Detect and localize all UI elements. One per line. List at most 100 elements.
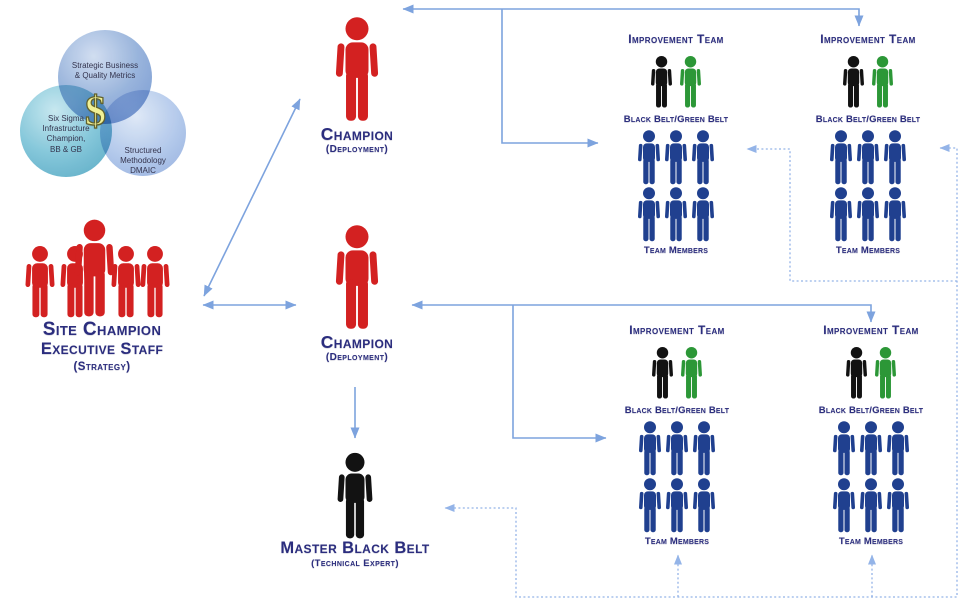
- venn-line: BB & GB: [49, 144, 82, 154]
- team-member-person-icon: [665, 478, 689, 533]
- arrow-branch-to-team3-members: [512, 305, 607, 443]
- team-member-person-icon: [637, 187, 661, 242]
- strategy-role-label: (Strategy): [73, 361, 131, 373]
- black-belt-person-icon: [845, 346, 868, 399]
- champion-person-icon: [335, 17, 379, 121]
- belt-label: Black Belt/Green Belt: [623, 113, 729, 125]
- executive-person-icon: [140, 246, 170, 318]
- venn-label-infrastructure: Six Sigma Infrastructure Champion, BB & …: [16, 114, 116, 155]
- green-belt-person-icon: [680, 346, 703, 399]
- team-member-person-icon: [637, 130, 661, 185]
- team-member-person-icon: [883, 187, 907, 242]
- team-members-group: [601, 421, 753, 533]
- belt-pair: [600, 55, 752, 108]
- team-members-label: Team Members: [644, 536, 710, 548]
- team-member-person-icon: [856, 130, 880, 185]
- members-row: [637, 130, 715, 185]
- team-title: Improvement Team: [628, 32, 724, 46]
- belt-pair: [601, 346, 753, 399]
- green-belt-person-icon: [871, 55, 894, 108]
- improvement-team-2: Improvement Team Black Belt/Green Belt T…: [793, 33, 943, 256]
- champion-person-icon: [335, 225, 379, 329]
- team-member-person-icon: [832, 421, 856, 476]
- belt-label: Black Belt/Green Belt: [818, 404, 924, 416]
- master-black-belt-block: Master Black Belt (Technical Expert): [250, 450, 460, 569]
- site-champion-person-icon: [74, 219, 115, 317]
- team-member-person-icon: [856, 187, 880, 242]
- team-member-person-icon: [829, 187, 853, 242]
- technical-expert-role-label: (Technical Expert): [311, 557, 399, 569]
- team-member-person-icon: [883, 130, 907, 185]
- team-member-person-icon: [859, 421, 883, 476]
- team-member-person-icon: [638, 478, 662, 533]
- team-member-person-icon: [859, 478, 883, 533]
- improvement-team-3: Improvement Team Black Belt/Green Belt T…: [601, 324, 753, 547]
- belt-label: Black Belt/Green Belt: [815, 113, 921, 125]
- master-black-belt-title: Master Black Belt: [280, 539, 430, 557]
- black-belt-person-icon: [842, 55, 865, 108]
- belt-label: Black Belt/Green Belt: [624, 404, 730, 416]
- team-members-group: [795, 421, 947, 533]
- arrow-branch-to-team1-members: [501, 9, 599, 148]
- team-members-label: Team Members: [838, 536, 904, 548]
- venn-line: Six Sigma: [47, 114, 84, 123]
- executive-person-icon: [25, 246, 55, 318]
- team-member-person-icon: [691, 187, 715, 242]
- arrow-site-champion-champion1: [203, 98, 301, 297]
- team-member-person-icon: [664, 187, 688, 242]
- venn-line: Strategic Business: [71, 61, 139, 70]
- venn-line: DMAIC: [130, 166, 156, 176]
- team-member-person-icon: [832, 478, 856, 533]
- team-members-label: Team Members: [643, 245, 709, 257]
- venn-line: Methodology: [120, 156, 166, 166]
- members-row: [829, 130, 907, 185]
- team-member-person-icon: [691, 130, 715, 185]
- team-member-person-icon: [638, 421, 662, 476]
- executive-staff-subtitle: Executive Staff: [40, 340, 164, 358]
- champion-deployment-top: Champion (Deployment): [292, 12, 422, 156]
- black-belt-person-icon: [651, 346, 674, 399]
- team-member-person-icon: [692, 421, 716, 476]
- improvement-team-1: Improvement Team Black Belt/Green Belt T…: [600, 33, 752, 256]
- champion-deployment-middle: Champion (Deployment): [292, 220, 422, 364]
- venn-diagram: Strategic Business & Quality Metrics Six…: [15, 28, 195, 193]
- black-belt-person-icon: [650, 55, 673, 108]
- team-member-person-icon: [665, 421, 689, 476]
- team-member-person-icon: [886, 478, 910, 533]
- venn-line: Structured: [124, 146, 162, 155]
- members-row: [832, 478, 910, 533]
- venn-circle-infrastructure: [20, 85, 112, 177]
- belt-pair: [793, 55, 943, 108]
- deployment-role-label: (Deployment): [325, 143, 389, 155]
- dollar-symbol: $: [84, 88, 106, 135]
- venn-label-strategic: Strategic Business & Quality Metrics: [45, 61, 165, 81]
- team-title: Improvement Team: [820, 32, 916, 46]
- belt-pair: [795, 346, 947, 399]
- venn-line: & Quality Metrics: [74, 71, 136, 81]
- venn-label-methodology: Structured Methodology DMAIC: [93, 146, 193, 177]
- team-members-group: [600, 130, 752, 242]
- venn-line: Infrastructure: [42, 124, 90, 134]
- members-row: [638, 478, 716, 533]
- team-member-person-icon: [692, 478, 716, 533]
- green-belt-person-icon: [679, 55, 702, 108]
- arrow-top-to-champion1-and-team2: [402, 4, 864, 27]
- team-title: Improvement Team: [823, 323, 919, 337]
- team-members-group: [793, 130, 943, 242]
- venn-circle-methodology: [100, 90, 186, 176]
- master-black-belt-person-icon: [337, 452, 373, 539]
- improvement-team-4: Improvement Team Black Belt/Green Belt T…: [795, 324, 947, 547]
- members-row: [829, 187, 907, 242]
- team-members-label: Team Members: [835, 245, 901, 257]
- team-member-person-icon: [886, 421, 910, 476]
- site-champion-title: Site Champion: [42, 319, 162, 340]
- members-row: [637, 187, 715, 242]
- arrow-team4-row-to-champion2: [411, 300, 876, 323]
- venn-line: Champion,: [46, 134, 86, 144]
- team-title: Improvement Team: [629, 323, 725, 337]
- champion-title: Champion: [320, 124, 394, 144]
- team-member-person-icon: [829, 130, 853, 185]
- members-row: [638, 421, 716, 476]
- champion-title: Champion: [320, 332, 394, 352]
